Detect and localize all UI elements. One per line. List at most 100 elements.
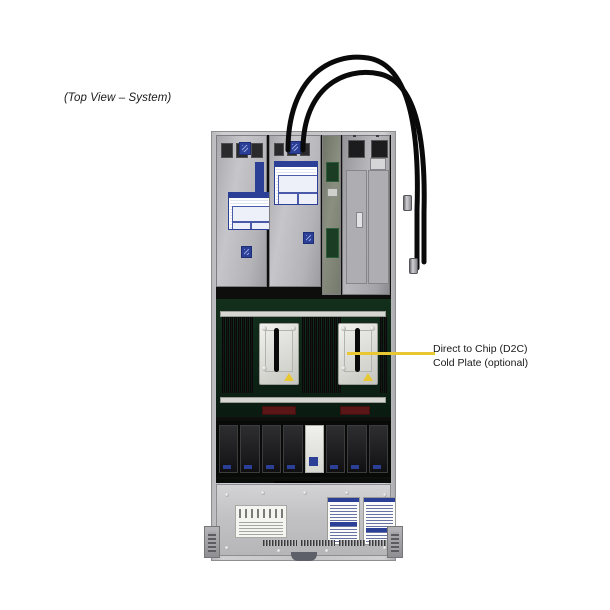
regulatory-label [235,505,287,538]
callout-line-2: Cold Plate (optional) [433,356,529,369]
placard-header [328,498,359,502]
psu-handle-tab [376,135,379,137]
cold-plate-screw [341,366,346,371]
panel-screw [225,493,229,497]
dimm-slot [222,317,225,393]
dimm-bank-left [222,317,253,393]
front-vent [263,540,297,546]
cpu-cold-plate-left [259,323,299,385]
psu-module [368,170,389,284]
rack-ear-left [204,526,220,558]
power-supply-bay [342,135,390,295]
front-vent [301,540,335,546]
psu-latch [370,158,386,170]
cold-plate-screw [291,326,296,331]
io-board-chip [326,228,339,258]
fan-module [219,425,239,473]
power-connector [262,406,296,415]
placard-figure [251,222,269,229]
dimm-slot [322,317,325,393]
dimm-slot [314,317,317,393]
front-vent [339,540,365,546]
dimm-bank-right [380,317,387,393]
dimm-slot [384,317,387,393]
dimm-slot [310,317,313,393]
placard-figure [232,206,269,222]
cold-plate-surface [265,330,293,372]
module-label-icon [239,142,251,155]
fan-module [347,425,367,473]
cold-plate-marker [363,373,373,381]
dimm-slot [334,317,337,393]
placard-body [230,199,269,229]
service-placard [274,161,318,205]
service-placard [228,192,270,230]
cold-plate-screw [370,326,375,331]
dimm-slot [302,317,305,393]
cold-plate-hose [355,328,360,372]
riser-module-center [269,135,321,287]
dimm-slot [250,317,253,393]
chassis-interior [216,135,391,483]
hose-quick-disconnect [409,258,418,274]
callout-line-1: Direct to Chip (D2C) [433,343,528,355]
fan-wall [216,421,391,477]
dimm-latch-row [220,397,386,403]
cold-plate-screw [262,326,267,331]
dimm-bank-center [302,317,341,393]
dimm-slot [330,317,333,393]
fan-module [261,425,282,473]
io-port [327,188,338,197]
psu-exhaust-fan [371,140,388,158]
dimm-slot [380,317,383,393]
psu-handle [356,212,363,228]
io-board-chip [326,162,339,182]
vent-slot [274,143,284,156]
cable-trough [216,479,391,483]
placard-header [229,193,269,198]
regulatory-text [239,520,283,535]
hose-quick-disconnect [403,195,412,211]
motherboard-area [216,299,391,417]
placard-figure [232,222,251,229]
panel-screw [325,549,329,553]
callout-label: Direct to Chip (D2C) Cold Plate (optiona… [433,343,528,370]
panel-screw [277,549,281,553]
dimm-slot [230,317,233,393]
placard-body [276,168,317,204]
dimm-slot [326,317,329,393]
black-cable [274,481,320,483]
vent-slot [300,143,310,156]
dimm-slot [226,317,229,393]
panel-screw [225,546,229,550]
psu-handle-tab [353,135,356,137]
placard-band [366,528,393,532]
io-module [322,135,341,295]
vent-slot [221,143,233,158]
configuration-placard [327,497,360,545]
placard-header [275,162,317,167]
dimm-slot [246,317,249,393]
cold-plate-screw [262,366,267,371]
dimm-slot [242,317,245,393]
rack-ear-right [387,526,403,558]
cold-plate-hose [274,328,279,372]
riser-module-left [216,135,270,287]
fan-module [283,425,303,473]
panel-screw [383,546,387,550]
placard-figure [278,175,317,193]
panel-screw [261,491,265,495]
module-label-icon [303,232,314,244]
dimm-slot [306,317,309,393]
panel-screw [383,493,387,497]
module-strip-label [255,162,264,206]
chassis-foot [290,552,317,561]
cold-plate-marker [284,373,294,381]
front-panel [204,484,403,561]
dimm-slot [238,317,241,393]
placard-band [330,522,357,526]
vent-slot [251,143,263,158]
power-connector [340,406,370,415]
cold-plate-screw [341,326,346,331]
